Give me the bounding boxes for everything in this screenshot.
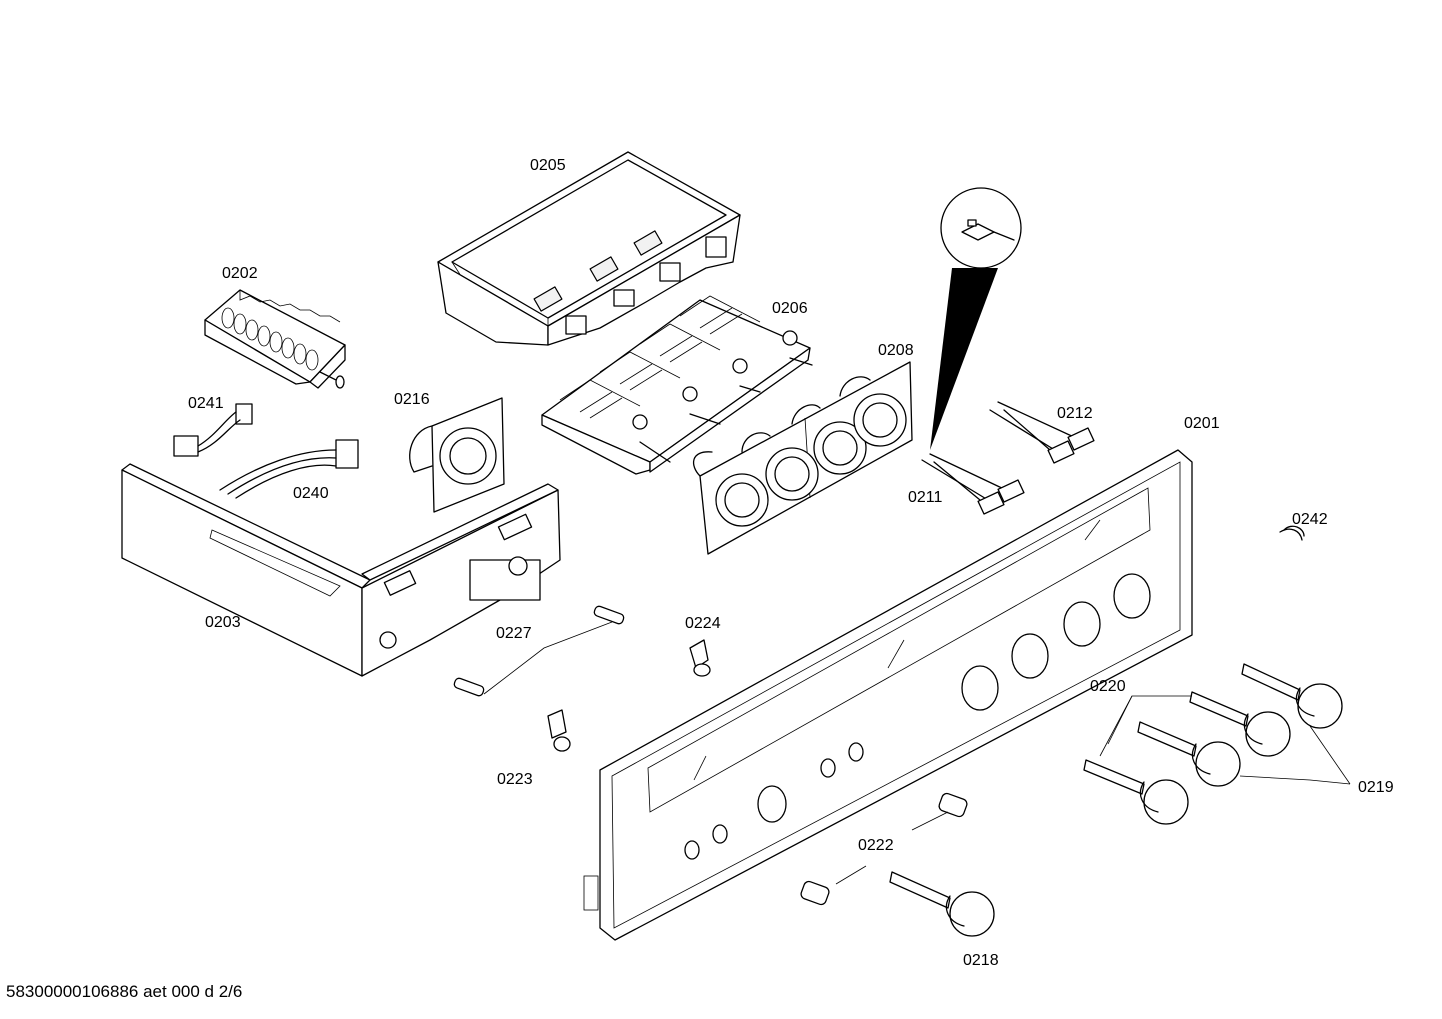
label-0205: 0205 xyxy=(530,157,566,174)
label-0218: 0218 xyxy=(963,952,999,969)
label-0240: 0240 xyxy=(293,485,329,502)
label-0227: 0227 xyxy=(496,625,532,642)
label-0223: 0223 xyxy=(497,771,533,788)
part-0220-0219-knobs xyxy=(1083,663,1351,825)
label-0220: 0220 xyxy=(1090,678,1126,695)
label-0222: 0222 xyxy=(858,837,894,854)
part-0216-socket xyxy=(409,397,505,513)
label-0216: 0216 xyxy=(394,391,430,408)
detail-callout xyxy=(930,187,1022,450)
document-code: 58300000106886 aet 000 d 2/6 xyxy=(6,982,242,1001)
part-0222-buttons xyxy=(800,792,968,906)
label-0212: 0212 xyxy=(1057,405,1093,422)
part-0224-clip xyxy=(689,639,711,677)
label-0211: 0211 xyxy=(908,489,943,506)
part-0242-spring-clip xyxy=(1279,525,1305,541)
label-0208: 0208 xyxy=(878,342,914,359)
part-0218-knob xyxy=(889,871,995,937)
part-0212-indicator-lamps xyxy=(989,401,1095,464)
part-0203-control-module xyxy=(121,463,561,677)
label-0202: 0202 xyxy=(222,265,258,282)
part-0208-knob-bracket xyxy=(692,361,913,555)
part-0201-fascia-panel xyxy=(583,449,1193,941)
part-0202-selector-switch xyxy=(204,289,346,389)
part-0227-fuses xyxy=(453,605,625,697)
part-0206-switch-block xyxy=(541,295,813,475)
label-0241: 0241 xyxy=(188,395,224,412)
label-0206: 0206 xyxy=(772,300,808,317)
part-0205-cover-box xyxy=(437,151,741,346)
part-0241-wire-harness xyxy=(173,403,253,457)
label-0219: 0219 xyxy=(1358,779,1394,796)
part-0240-wire-harness xyxy=(219,439,359,499)
part-0223-clip xyxy=(547,709,571,752)
label-0203: 0203 xyxy=(205,614,241,631)
label-0201: 0201 xyxy=(1184,415,1220,432)
label-0242: 0242 xyxy=(1292,511,1328,528)
part-labels: 0205 0202 0206 0208 0241 0216 0212 0201 … xyxy=(188,157,1394,969)
part-0211-indicator-lamps xyxy=(921,453,1025,515)
label-0224: 0224 xyxy=(685,615,721,632)
